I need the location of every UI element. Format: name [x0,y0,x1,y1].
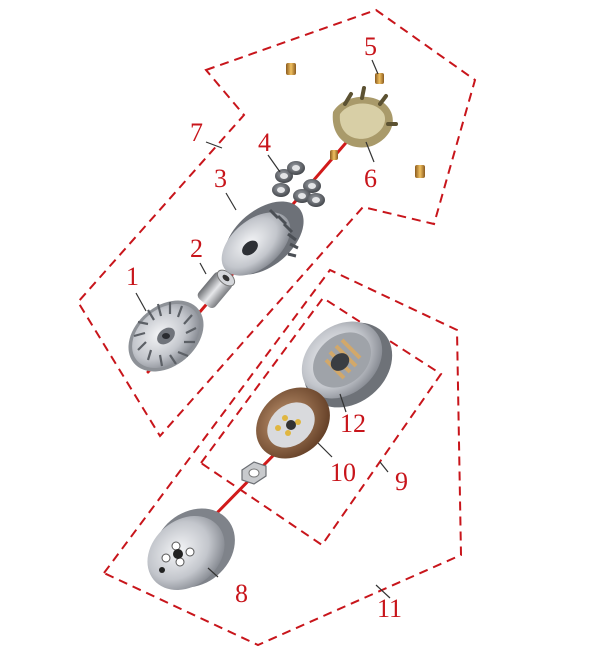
hex-nut [241,461,267,485]
group-11-boundary [102,268,463,647]
clutch-bell [147,508,235,590]
callout-9: 9 [395,467,408,496]
callout-6: 6 [364,164,377,193]
callout-11: 11 [377,594,402,623]
callout-2: 2 [190,234,203,263]
callout-7: 7 [190,118,203,147]
callout-12: 12 [340,409,366,438]
ramp-plate [332,86,398,148]
slide-pieces [286,63,425,178]
sleeve-bushing [197,269,236,309]
roller-weights [272,161,325,207]
group-9-boundary [199,296,443,547]
clutch-outer-plate [301,321,393,408]
callout-10: 10 [330,458,356,487]
movable-drive-face [221,201,304,276]
leader-lines [135,59,379,578]
callout-4: 4 [258,128,271,157]
callout-5: 5 [364,32,377,61]
callout-8: 8 [235,579,248,608]
clutch-shoe-assembly [256,387,330,459]
callout-3: 3 [214,164,227,193]
callout-1: 1 [126,262,139,291]
drive-face-fan [128,300,204,372]
